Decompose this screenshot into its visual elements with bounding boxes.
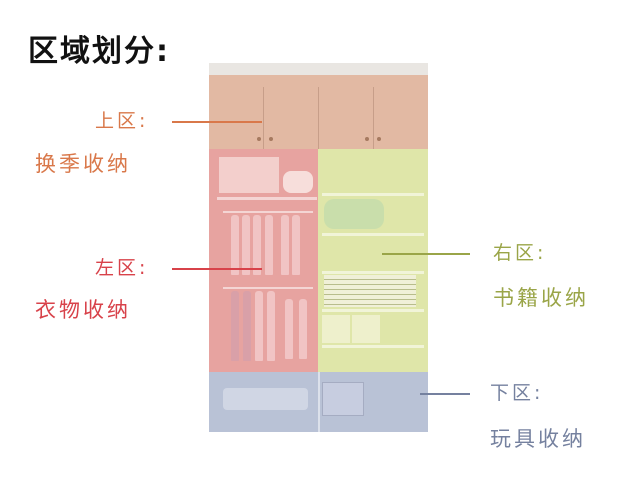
left-zone-desc: 衣物收纳 [35,298,131,322]
top-zone-pointer [172,121,262,123]
left-zone [209,149,318,372]
top-zone [209,75,428,161]
left-zone-label: 左区: [95,257,149,279]
wardrobe-illustration [209,63,428,432]
top-zone-desc: 换季收纳 [35,152,131,176]
right-zone [318,149,428,372]
bottom-zone [209,372,428,432]
right-zone-desc: 书籍收纳 [493,286,589,310]
bottom-zone-desc: 玩具收纳 [490,427,586,451]
right-zone-label: 右区: [493,242,547,264]
bottom-zone-pointer [420,393,470,395]
bottom-zone-label: 下区: [490,382,544,404]
right-zone-pointer [382,253,470,255]
top-zone-label: 上区: [95,110,149,132]
left-zone-pointer [172,268,262,270]
page-title: 区域划分: [28,34,170,69]
